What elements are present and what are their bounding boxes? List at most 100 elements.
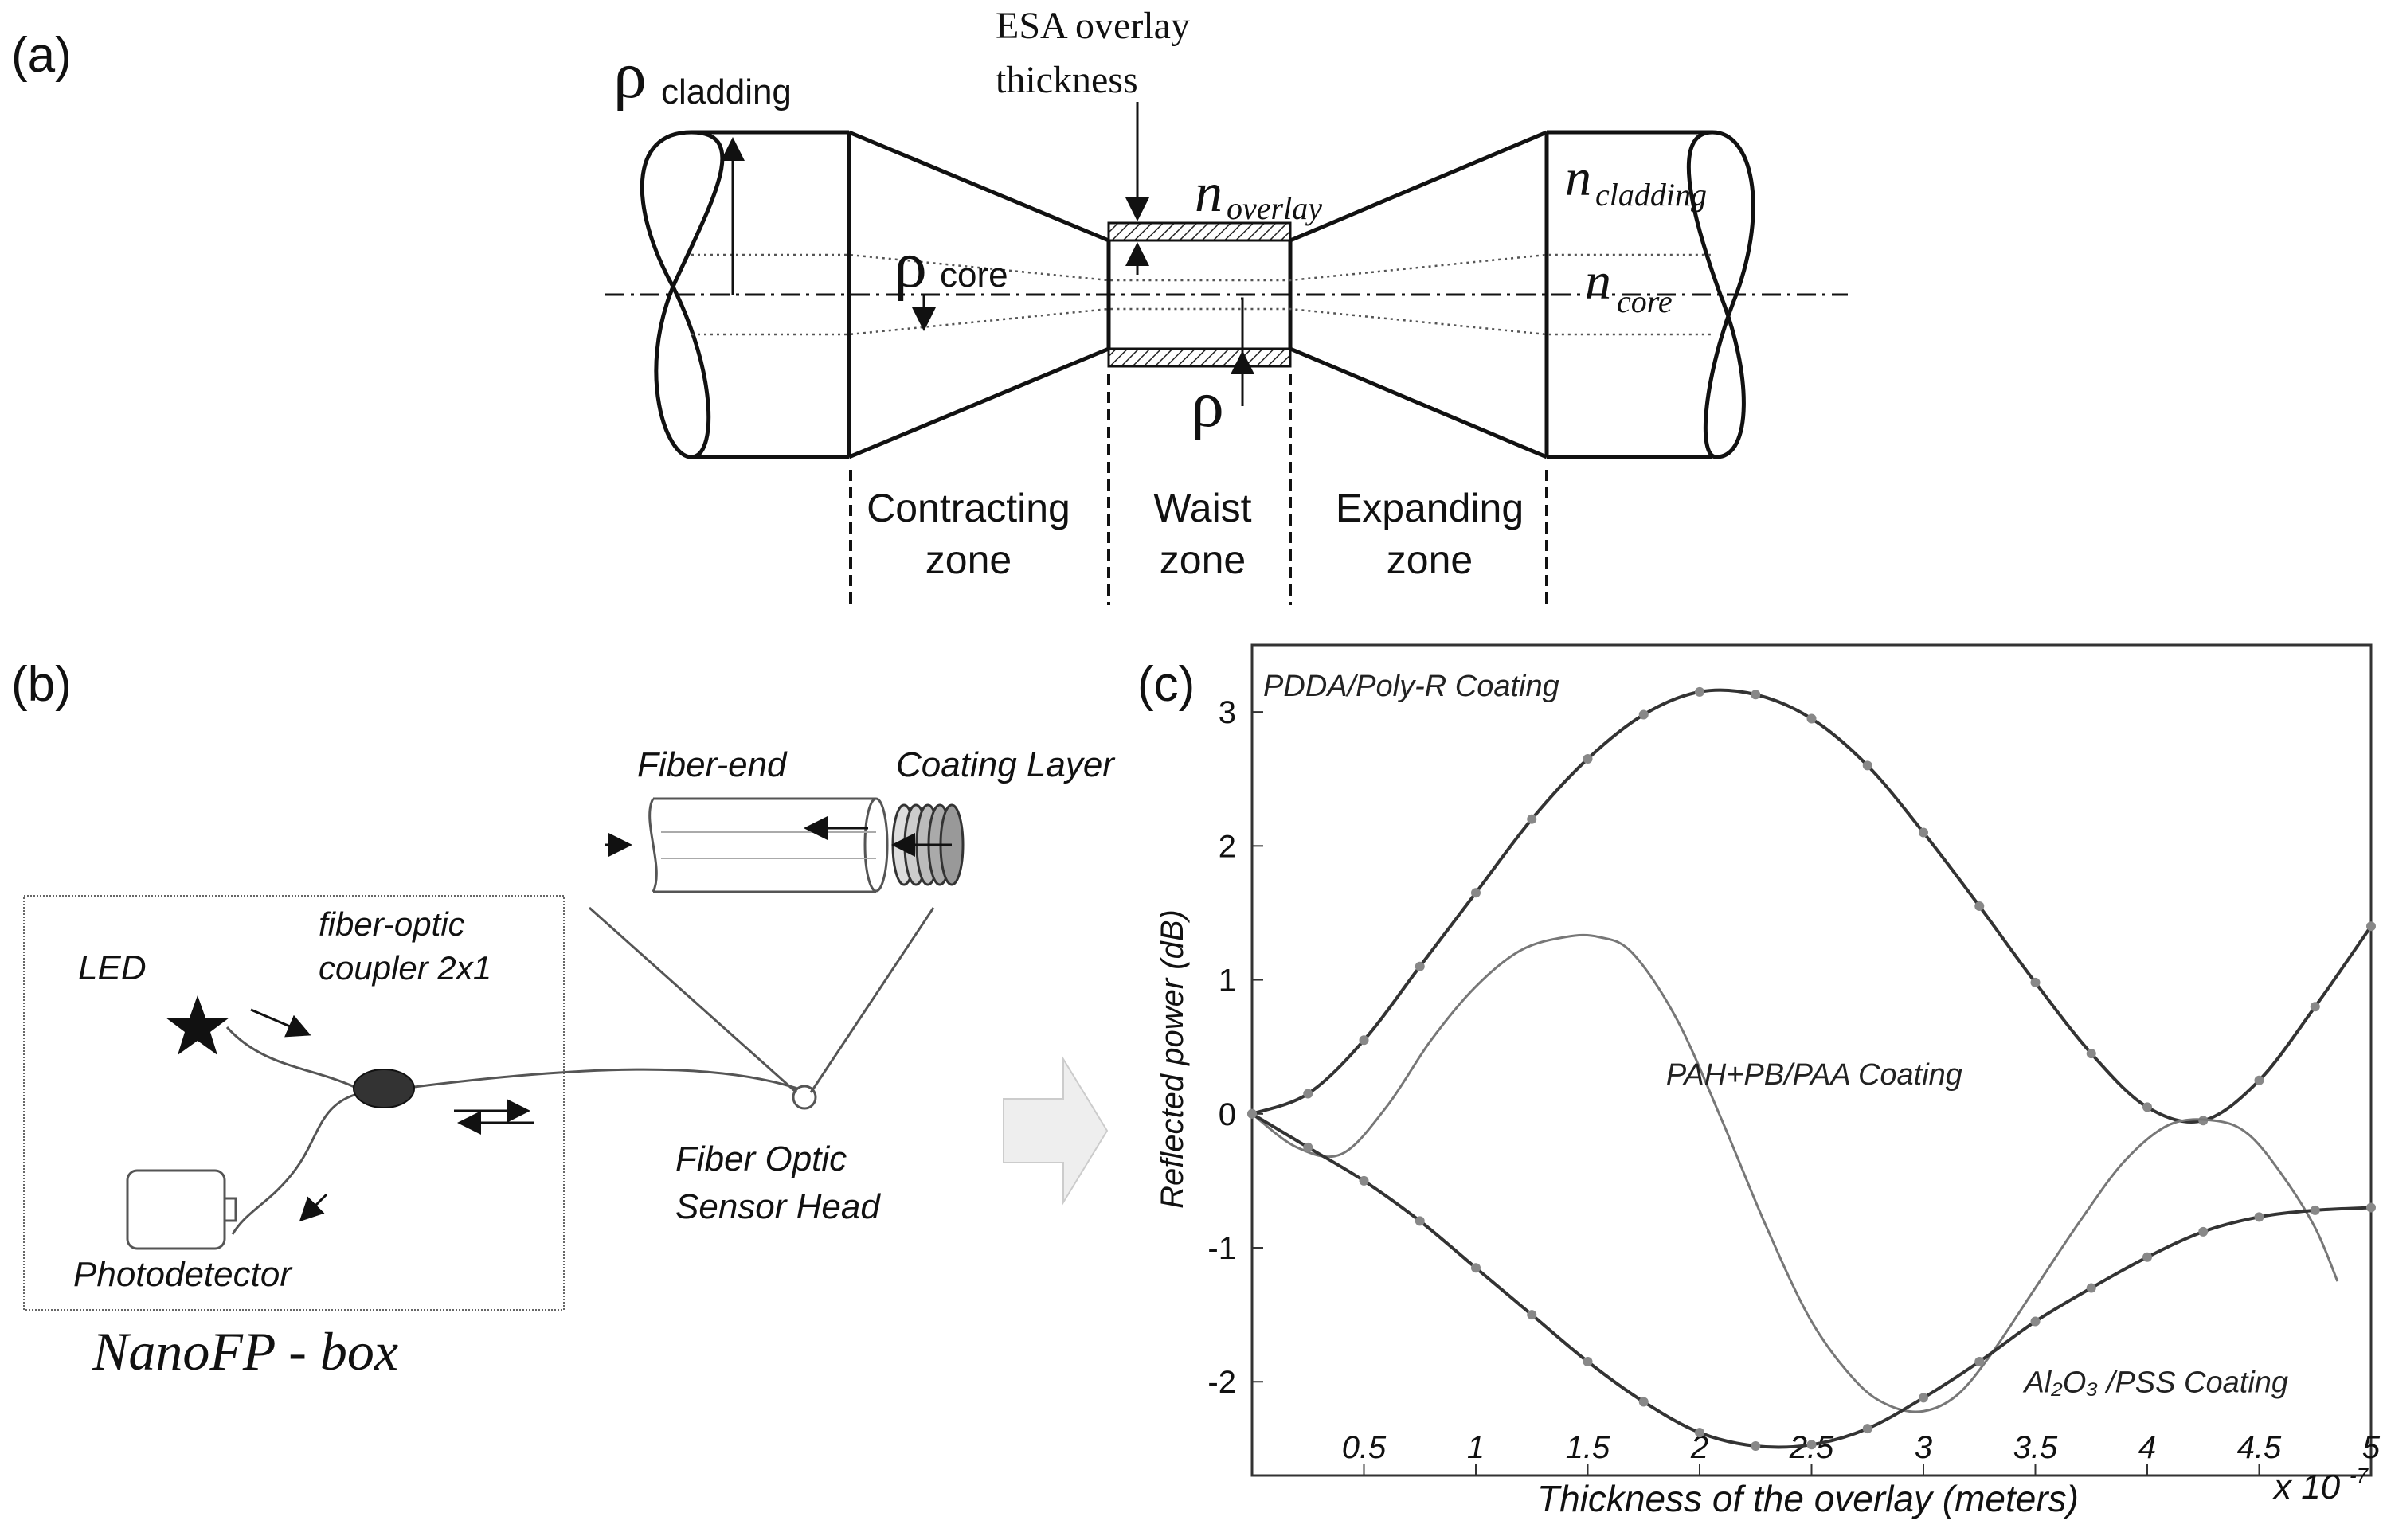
y-tick-label: -2 xyxy=(1207,1365,1236,1400)
series-point xyxy=(1359,1035,1369,1046)
x-tick-label: 0.5 xyxy=(1342,1430,1387,1465)
series-point xyxy=(2310,1002,2320,1012)
x-tick-label: 4 xyxy=(2138,1430,2156,1465)
series-point xyxy=(2310,1205,2320,1215)
photodetector-label: Photodetector xyxy=(73,1255,293,1294)
series-point xyxy=(1638,709,1649,720)
series-point xyxy=(2366,921,2376,932)
y-tick-label: 3 xyxy=(1219,695,1236,730)
n-cladding-subscript: cladding xyxy=(1595,177,1707,213)
nanofp-box xyxy=(23,895,565,1311)
fiber-end-label: Fiber-end xyxy=(637,745,788,784)
expanding-zone-label-line2: zone xyxy=(1387,537,1473,582)
sensor-head-label-line1: Fiber Optic xyxy=(675,1139,847,1178)
series-point xyxy=(2254,1075,2264,1085)
series-line xyxy=(1250,1112,2372,1449)
series-point xyxy=(1974,1357,1985,1367)
chart-x-multiplier: x 10 xyxy=(2272,1468,2341,1507)
series-point xyxy=(1806,1440,1817,1450)
contracting-zone-label-line2: zone xyxy=(925,537,1012,582)
series-point xyxy=(1303,1089,1313,1099)
overlay-coating-top xyxy=(1107,221,1292,242)
led-direction-arrow xyxy=(250,1008,311,1038)
transition-arrow-icon xyxy=(1003,1056,1109,1206)
x-tick-label: 2 xyxy=(1690,1430,1708,1465)
zoom-line-right xyxy=(809,907,935,1093)
x-tick-label: 4.5 xyxy=(2237,1430,2282,1465)
series-point xyxy=(1247,1108,1257,1119)
series-point xyxy=(1974,901,1985,912)
x-tick-label: 3.5 xyxy=(2013,1430,2058,1465)
panel-a-label: (a) xyxy=(11,28,72,83)
series-point xyxy=(1862,1424,1872,1434)
zoom-line-left xyxy=(589,906,797,1094)
panel-b: (b) NanoFP - box LED fiber-optic coupler… xyxy=(11,657,1116,1382)
series-line xyxy=(1251,933,2339,1413)
series-point xyxy=(2142,1252,2152,1262)
rho-core-symbol: ρ xyxy=(894,228,927,302)
rho-waist-symbol: ρ xyxy=(1191,367,1224,441)
series-point xyxy=(1751,690,1761,700)
rho-cladding-symbol: ρ xyxy=(613,38,647,112)
sensor-head-label-line2: Sensor Head xyxy=(675,1187,881,1226)
coupler-ellipse xyxy=(353,1069,415,1108)
esa-overlay-label-line1: ESA overlay xyxy=(996,5,1190,47)
y-tick-label: 1 xyxy=(1219,963,1236,999)
coupler-label-line1: fiber-optic xyxy=(319,905,465,943)
series-point xyxy=(1471,888,1481,898)
panel-c-label: (c) xyxy=(1137,657,1195,712)
fiber-paths xyxy=(225,1026,805,1235)
led-star-icon xyxy=(166,995,229,1055)
series-point xyxy=(1583,1357,1593,1367)
series-point xyxy=(2030,1316,2041,1327)
y-tick-label: 2 xyxy=(1219,829,1236,864)
n-cladding-symbol: n xyxy=(1565,149,1591,207)
series-point xyxy=(1471,1263,1481,1273)
tapered-fiber-outline xyxy=(640,130,1755,459)
x-tick-label: 1.5 xyxy=(1566,1430,1610,1465)
series-point xyxy=(1751,1440,1761,1451)
series-label: PAH+PB/PAA Coating xyxy=(1666,1058,1962,1092)
series-point xyxy=(1638,1397,1649,1407)
series-label: PDDA/Poly-R Coating xyxy=(1263,670,1559,703)
contracting-zone-label-line1: Contracting xyxy=(867,486,1070,530)
x-tick-label: 3 xyxy=(1915,1430,1932,1465)
series-point xyxy=(1806,713,1817,724)
chart-series-group xyxy=(1247,686,2376,1451)
photodetector-port xyxy=(223,1197,237,1222)
y-tick-label: -1 xyxy=(1207,1231,1236,1266)
rho-core-subscript: core xyxy=(940,256,1008,295)
x-tick-label: 5 xyxy=(2362,1430,2381,1465)
series-label: Al₂O₃ /PSS Coating xyxy=(2022,1366,2288,1400)
overlay-coating-bottom xyxy=(1107,347,1292,368)
chart-x-axis-label: Thickness of the overlay (meters) xyxy=(1537,1478,2079,1519)
series-point xyxy=(1303,1142,1313,1152)
series-point xyxy=(2030,977,2041,987)
detector-direction-arrow xyxy=(299,1193,328,1222)
zone-dividers xyxy=(849,374,1548,605)
y-tick-label: 0 xyxy=(1219,1097,1236,1132)
series-point xyxy=(1527,1310,1537,1320)
photodetector-box xyxy=(126,1169,226,1250)
series-point xyxy=(2086,1283,2096,1293)
series-point xyxy=(1359,1175,1369,1186)
series-point xyxy=(1919,1393,1928,1403)
series-point xyxy=(1695,1428,1704,1438)
coating-layer-label: Coating Layer xyxy=(896,745,1116,784)
series-point xyxy=(2142,1102,2152,1112)
rho-cladding-subscript: cladding xyxy=(661,72,792,111)
n-overlay-subscript: overlay xyxy=(1227,190,1322,226)
waist-zone-label-line2: zone xyxy=(1160,537,1246,582)
led-label: LED xyxy=(78,948,147,987)
series-point xyxy=(1415,961,1425,971)
panel-a: (a) ρ cladding ESA overlay thickness xyxy=(11,5,1848,605)
series-point xyxy=(2366,1202,2376,1213)
series-line xyxy=(1251,688,2373,1124)
series-point xyxy=(1862,760,1872,771)
n-core-symbol: n xyxy=(1585,252,1611,311)
n-overlay-symbol: n xyxy=(1195,162,1223,224)
coupler-label-line2: coupler 2x1 xyxy=(319,949,491,987)
